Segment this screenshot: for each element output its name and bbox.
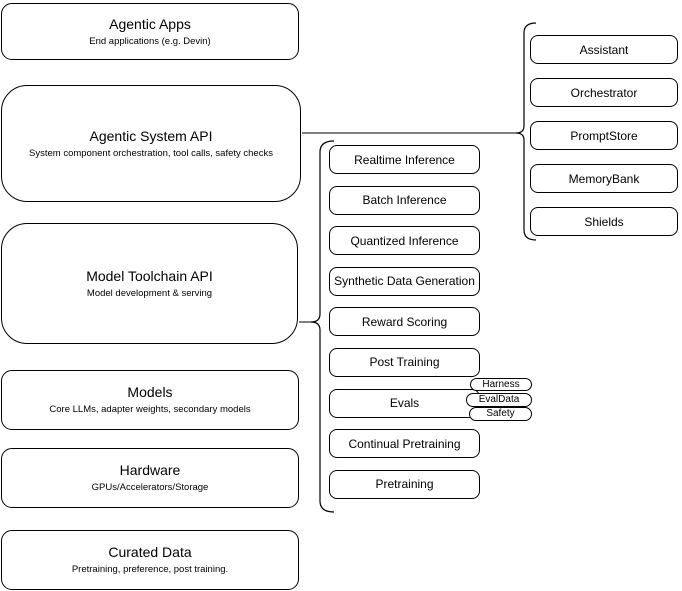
box-model-toolchain-api: Model Toolchain API Model development & … [1,223,298,344]
node-pretraining: Pretraining [329,469,480,499]
model-toolchain-api-subtitle: Model development & serving [86,287,213,299]
toolchain-group-brace [310,140,335,513]
node-assistant: Assistant [530,35,678,64]
agentic-apps-title: Agentic Apps [109,15,191,32]
box-hardware: Hardware GPUs/Accelerators/Storage [1,448,299,508]
node-reward-scoring: Reward Scoring [329,307,480,337]
node-promptstore: PromptStore [530,121,678,150]
system-group-brace [515,22,537,241]
agentic-system-api-title: Agentic System API [89,127,213,144]
curated-data-subtitle: Pretraining, preference, post training. [71,564,229,575]
box-models: Models Core LLMs, adapter weights, secon… [1,370,299,430]
toolchain-node-stack: Realtime Inference Batch Inference Quant… [329,145,480,499]
tag-safety: Safety [469,407,532,421]
agentic-apps-subtitle: End applications (e.g. Devin) [89,35,211,47]
node-post-training: Post Training [329,347,480,377]
box-curated-data: Curated Data Pretraining, preference, po… [1,530,299,590]
node-batch-inference: Batch Inference [329,185,480,215]
node-continual-pretraining: Continual Pretraining [329,429,480,459]
node-evals: Evals [329,388,480,418]
model-toolchain-api-title: Model Toolchain API [86,267,213,284]
node-synthetic-data-generation: Synthetic Data Generation [329,266,480,296]
tag-evaldata: EvalData [466,393,532,407]
curated-data-title: Curated Data [108,544,192,560]
box-agentic-apps: Agentic Apps End applications (e.g. Devi… [1,3,299,60]
hardware-title: Hardware [119,462,181,478]
models-subtitle: Core LLMs, adapter weights, secondary mo… [49,404,251,415]
node-realtime-inference: Realtime Inference [329,145,480,174]
box-agentic-system-api: Agentic System API System component orch… [1,85,301,202]
tag-harness: Harness [470,378,532,391]
node-memorybank: MemoryBank [530,164,678,193]
agentic-system-api-subtitle: System component orchestration, tool cal… [29,147,273,159]
hardware-subtitle: GPUs/Accelerators/Storage [91,482,209,493]
node-quantized-inference: Quantized Inference [329,226,480,256]
system-node-stack: Assistant Orchestrator PromptStore Memor… [530,35,678,236]
models-title: Models [127,384,173,400]
node-shields: Shields [530,207,678,236]
node-orchestrator: Orchestrator [530,78,678,107]
